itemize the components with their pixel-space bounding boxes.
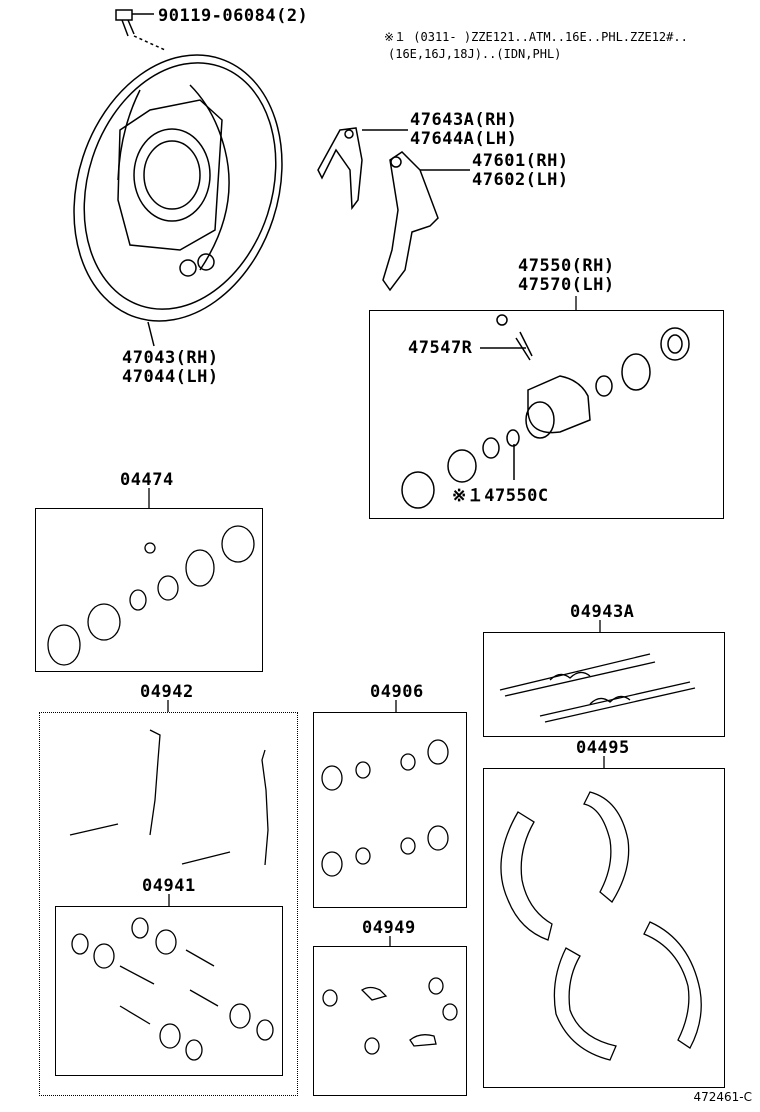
- applicability-note-line1: ※１ (0311- )ZZE121..ATM..16E..PHL.ZZE12#.…: [384, 30, 688, 44]
- spring-kit-label[interactable]: 04942: [140, 682, 194, 702]
- spring-icon: [69, 729, 269, 866]
- misc-kit-label[interactable]: 04949: [362, 918, 416, 938]
- backing-plate-icon: [73, 54, 283, 322]
- diagram-id: 472461-C: [693, 1090, 752, 1104]
- wheel-cylinder-box: [369, 310, 724, 519]
- wheel-cylinder-lh-label[interactable]: 47570(LH): [518, 275, 615, 295]
- misc-kit-box: [313, 946, 467, 1096]
- lever-lh-label[interactable]: 47644A(LH): [410, 129, 518, 149]
- boot-icon: [321, 739, 449, 877]
- adjuster-icon: [499, 653, 696, 723]
- adjuster-kit-label[interactable]: 04943A: [570, 602, 635, 622]
- backing-plate-lh-label[interactable]: 47044(LH): [122, 367, 219, 387]
- shoe-lever-rh-label[interactable]: 47601(RH): [472, 151, 569, 171]
- cup-kit-icon: [47, 525, 255, 666]
- boot-kit-box: [313, 712, 467, 908]
- lever-rh-label[interactable]: 47643A(RH): [410, 110, 518, 130]
- shoe-set-box: [483, 768, 725, 1088]
- backing-plate-rh-label[interactable]: 47043(RH): [122, 348, 219, 368]
- lever-icon: [317, 127, 363, 211]
- shoe-hold-kit-label[interactable]: 04941: [142, 876, 196, 896]
- bolt-icon: [115, 9, 166, 51]
- bleeder-label[interactable]: 47547R: [408, 338, 473, 358]
- shoe-lever-lh-label[interactable]: 47602(LH): [472, 170, 569, 190]
- shoe-hold-kit-box: [55, 906, 283, 1076]
- cylinder-kit-label[interactable]: ※１47550C: [452, 486, 549, 506]
- adjuster-kit-box: [483, 632, 725, 737]
- spring-kit-box: [39, 712, 298, 1096]
- shoe-lever-icon: [382, 151, 439, 292]
- wheel-cylinder-rh-label[interactable]: 47550(RH): [518, 256, 615, 276]
- cup-kit-label[interactable]: 04474: [120, 470, 174, 490]
- shoe-hold-icon: [71, 917, 274, 1061]
- wheel-cylinder-icon: [401, 314, 690, 509]
- shoe-set-label[interactable]: 04495: [576, 738, 630, 758]
- applicability-note-line2: (16E,16J,18J)..(IDN,PHL): [388, 47, 562, 61]
- misc-kit-icon: [322, 977, 458, 1055]
- cup-kit-box: [35, 508, 263, 672]
- brake-shoe-icon: [500, 791, 702, 1061]
- bolt-label[interactable]: 90119-06084(2): [158, 6, 309, 26]
- boot-kit-label[interactable]: 04906: [370, 682, 424, 702]
